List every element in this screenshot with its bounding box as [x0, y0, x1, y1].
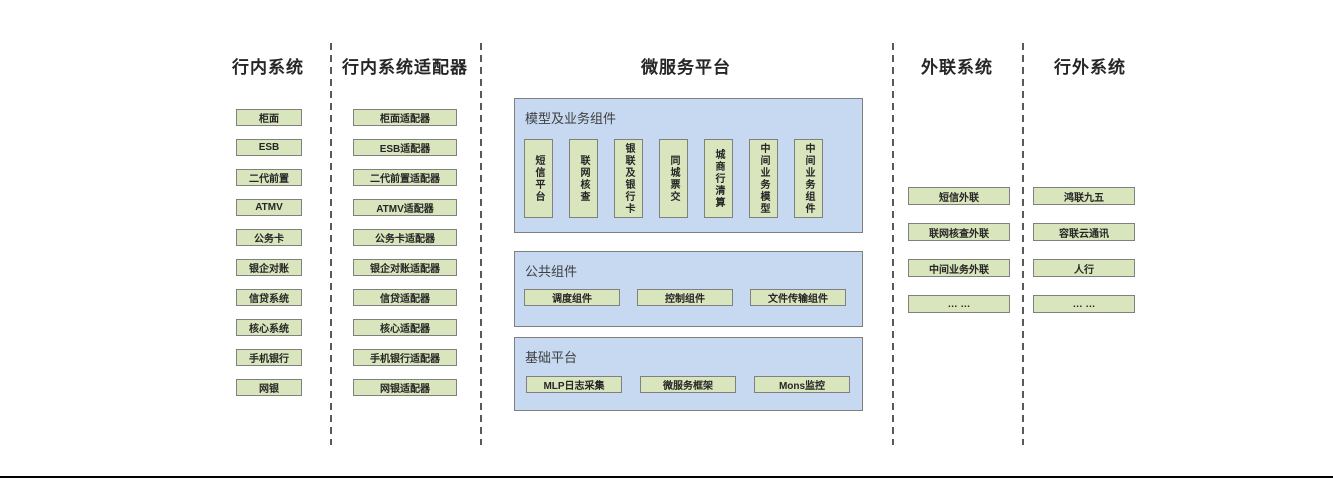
adapter-box: 公务卡适配器	[353, 229, 457, 246]
component-box: Mons监控	[754, 376, 850, 393]
component-box: 短信平台	[524, 139, 553, 218]
common-components-list: 调度组件控制组件文件传输组件	[524, 289, 846, 306]
model-components-list: 短信平台联网核查银联及银行卡同城票交城商行清算中间业务模型中间业务组件	[524, 139, 823, 218]
external-link-box: … …	[908, 295, 1010, 313]
outside-bank-box: 鸿联九五	[1033, 187, 1135, 205]
outside-bank-box: … …	[1033, 295, 1135, 313]
adapter-box: 银企对账适配器	[353, 259, 457, 276]
system-box: 核心系统	[236, 319, 302, 336]
header-microservice-platform: 微服务平台	[641, 58, 731, 77]
adapter-box: ESB适配器	[353, 139, 457, 156]
header-external-link-systems: 外联系统	[921, 58, 993, 77]
system-box: 网银	[236, 379, 302, 396]
header-internal-system-adapters: 行内系统适配器	[342, 58, 468, 77]
column-divider	[480, 43, 482, 445]
column-divider	[330, 43, 332, 445]
outside-bank-box: 人行	[1033, 259, 1135, 277]
external-link-box: 短信外联	[908, 187, 1010, 205]
adapter-box: 二代前置适配器	[353, 169, 457, 186]
system-box: ATMV	[236, 199, 302, 216]
component-box: 同城票交	[659, 139, 688, 218]
panel-base-platform: 基础平台 MLP日志采集 微服务框架 Mons监控	[514, 337, 863, 411]
external-link-box: 联网核查外联	[908, 223, 1010, 241]
header-internal-systems: 行内系统	[232, 58, 304, 77]
component-box: 文件传输组件	[750, 289, 846, 306]
system-box: 银企对账	[236, 259, 302, 276]
adapter-box: 手机银行适配器	[353, 349, 457, 366]
system-box: 柜面	[236, 109, 302, 126]
panel-title: 模型及业务组件	[525, 111, 617, 126]
component-box: 中间业务组件	[794, 139, 823, 218]
base-platform-list: MLP日志采集 微服务框架 Mons监控	[526, 376, 850, 393]
system-box: ESB	[236, 139, 302, 156]
component-box: 联网核查	[569, 139, 598, 218]
component-box: 控制组件	[637, 289, 733, 306]
bottom-border-line	[0, 476, 1333, 478]
system-box: 手机银行	[236, 349, 302, 366]
panel-common-components: 公共组件 调度组件控制组件文件传输组件	[514, 251, 863, 327]
external-link-box: 中间业务外联	[908, 259, 1010, 277]
internal-adapters-list: 柜面适配器 ESB适配器二代前置适配器 ATMV适配器公务卡适配器银企对账适配器信贷…	[353, 109, 457, 396]
external-link-list: 短信外联联网核查外联中间业务外联 … …	[908, 187, 1010, 313]
panel-title: 公共组件	[525, 264, 578, 279]
system-box: 公务卡	[236, 229, 302, 246]
component-box: 微服务框架	[640, 376, 736, 393]
adapter-box: 柜面适配器	[353, 109, 457, 126]
outside-bank-list: 鸿联九五容联云通讯人行 … …	[1033, 187, 1135, 313]
outside-bank-box: 容联云通讯	[1033, 223, 1135, 241]
adapter-box: 网银适配器	[353, 379, 457, 396]
column-divider	[892, 43, 894, 445]
adapter-box: 信贷适配器	[353, 289, 457, 306]
system-box: 二代前置	[236, 169, 302, 186]
component-box: 城商行清算	[704, 139, 733, 218]
adapter-box: 核心适配器	[353, 319, 457, 336]
column-divider	[1022, 43, 1024, 445]
internal-systems-list: 柜面 ESB 二代前置 ATMV 公务卡银企对账信贷系统核心系统手机银行网银	[236, 109, 302, 396]
header-outside-bank-systems: 行外系统	[1054, 58, 1126, 77]
panel-model-business-components: 模型及业务组件 短信平台联网核查银联及银行卡同城票交城商行清算中间业务模型中间业…	[514, 98, 863, 233]
component-box: 银联及银行卡	[614, 139, 643, 218]
adapter-box: ATMV适配器	[353, 199, 457, 216]
system-box: 信贷系统	[236, 289, 302, 306]
component-box: 中间业务模型	[749, 139, 778, 218]
component-box: MLP日志采集	[526, 376, 622, 393]
component-box: 调度组件	[524, 289, 620, 306]
panel-title: 基础平台	[525, 350, 578, 365]
